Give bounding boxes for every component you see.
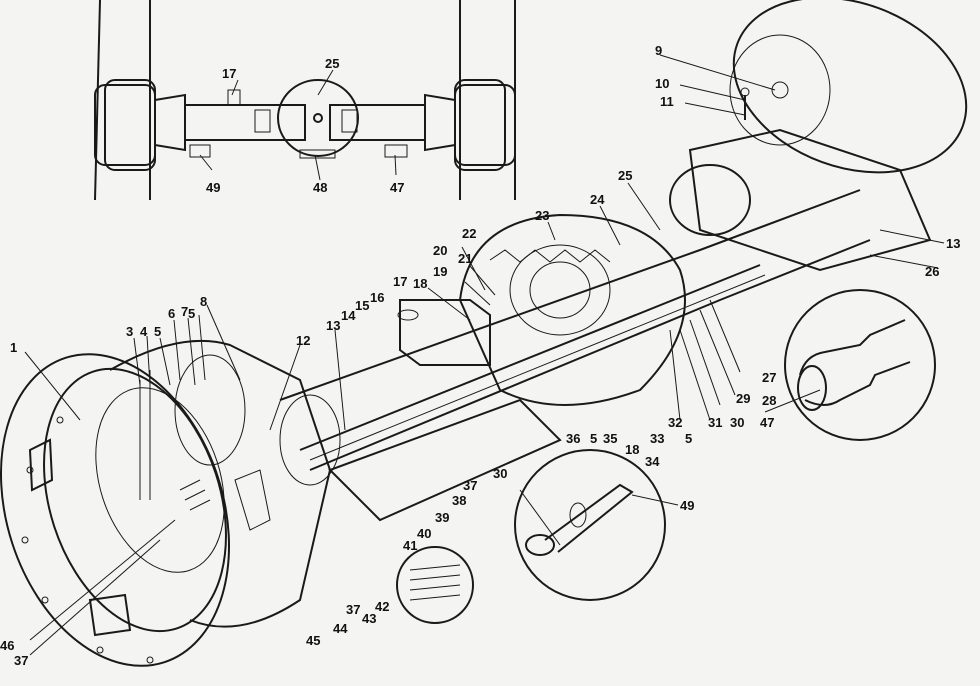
- callout-28: 28: [762, 393, 776, 408]
- callout-23: 23: [535, 208, 549, 223]
- callout-25: 25: [618, 168, 632, 183]
- callout-10: 10: [655, 76, 669, 91]
- callout-17: 17: [222, 66, 236, 81]
- callout-44: 44: [333, 621, 348, 636]
- callout-16: 16: [370, 290, 384, 305]
- callout-30: 30: [493, 466, 507, 481]
- callout-1: 1: [10, 340, 17, 355]
- callout-13: 13: [326, 318, 340, 333]
- callout-labels: 1 3 4 5 5 5 5 6 7 8 9 10 11 12 13 13 14 …: [0, 43, 960, 668]
- callout-46: 46: [0, 638, 14, 653]
- callout-37: 37: [463, 478, 477, 493]
- callout-12: 12: [296, 333, 310, 348]
- callout-5: 5: [188, 306, 195, 321]
- callout-33: 33: [650, 431, 664, 446]
- callout-30: 30: [730, 415, 744, 430]
- callout-5: 5: [154, 324, 161, 339]
- detail-circle-47: [784, 289, 936, 441]
- callout-47: 47: [390, 180, 404, 195]
- callout-15: 15: [355, 298, 369, 313]
- callout-21: 21: [458, 251, 472, 266]
- callout-3: 3: [126, 324, 133, 339]
- callout-37: 37: [346, 602, 360, 617]
- callout-22: 22: [462, 226, 476, 241]
- callout-25: 25: [325, 56, 339, 71]
- callout-19: 19: [433, 264, 447, 279]
- callout-45: 45: [306, 633, 320, 648]
- callout-8: 8: [200, 294, 207, 309]
- callout-18: 18: [625, 442, 639, 457]
- callout-6: 6: [168, 306, 175, 321]
- callout-49: 49: [680, 498, 694, 513]
- callout-4: 4: [140, 324, 148, 339]
- callout-34: 34: [645, 454, 660, 469]
- callout-42: 42: [375, 599, 389, 614]
- callout-40: 40: [417, 526, 431, 541]
- callout-7: 7: [181, 304, 188, 319]
- callout-20: 20: [433, 243, 447, 258]
- callout-26: 26: [925, 264, 939, 279]
- callout-27: 27: [762, 370, 776, 385]
- callout-9: 9: [655, 43, 662, 58]
- callout-31: 31: [708, 415, 722, 430]
- callout-49: 49: [206, 180, 220, 195]
- callout-5: 5: [685, 431, 692, 446]
- detail-circle-41: [396, 546, 474, 624]
- callout-11: 11: [660, 94, 674, 109]
- callout-29: 29: [736, 391, 750, 406]
- callout-32: 32: [668, 415, 682, 430]
- callout-39: 39: [435, 510, 449, 525]
- callout-17: 17: [393, 274, 407, 289]
- callout-48: 48: [313, 180, 327, 195]
- callout-41: 41: [403, 538, 417, 553]
- callout-37: 37: [14, 653, 28, 668]
- callout-13: 13: [946, 236, 960, 251]
- leader-lines: [24, 54, 945, 656]
- callout-36: 36: [566, 431, 580, 446]
- callout-38: 38: [452, 493, 466, 508]
- callout-24: 24: [590, 192, 605, 207]
- inset-top-view: [94, 0, 516, 201]
- callout-14: 14: [341, 308, 356, 323]
- callout-18: 18: [413, 276, 427, 291]
- callout-35: 35: [603, 431, 617, 446]
- callout-5: 5: [590, 431, 597, 446]
- callout-47: 47: [760, 415, 774, 430]
- callout-43: 43: [362, 611, 376, 626]
- detail-circle-49: [514, 449, 666, 601]
